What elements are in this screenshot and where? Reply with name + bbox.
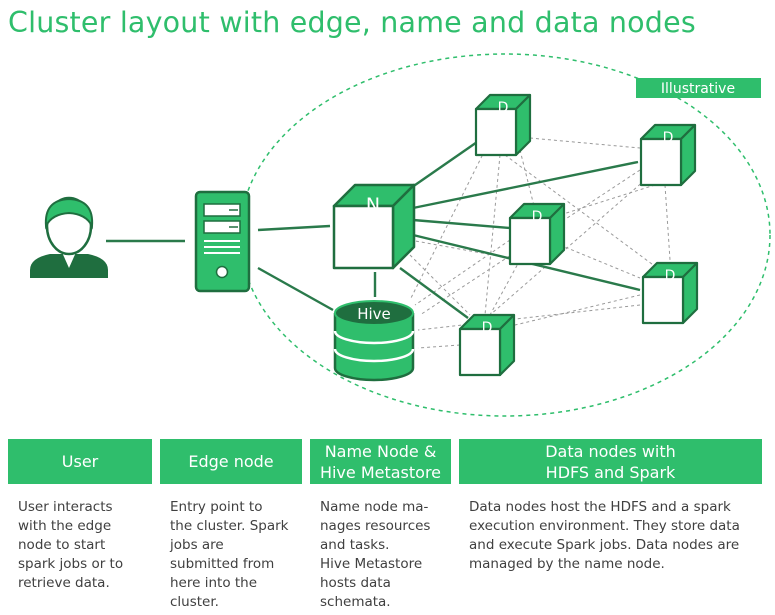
data-nodes-heading: Data nodes with HDFS and Spark xyxy=(459,439,762,484)
name-node-cube: N xyxy=(332,183,416,270)
user-heading: User xyxy=(8,439,152,484)
name-node-letter: N xyxy=(366,194,380,216)
data-node-letter: D xyxy=(532,209,543,225)
data-node-cube: D xyxy=(458,313,516,377)
data-node-letter: D xyxy=(482,320,493,336)
user-icon xyxy=(30,196,108,278)
user-description: User interacts with the edge node to sta… xyxy=(18,499,124,591)
svg-text:Illustrative: Illustrative xyxy=(661,81,735,97)
hive-label: Hive xyxy=(357,305,391,323)
server-icon xyxy=(194,190,251,293)
data-node-cube: D xyxy=(639,123,697,187)
illustrative-badge: Illustrative xyxy=(636,78,761,98)
data-node-letter: D xyxy=(665,268,676,284)
hive-metastore-icon: Hive xyxy=(333,300,415,382)
page-title: Cluster layout with edge, name and data … xyxy=(8,6,696,39)
edge-node-heading: Edge node xyxy=(160,439,302,484)
data-nodes-description: Data nodes host the HDFS and a spark exe… xyxy=(469,499,740,572)
cluster-diagram: Illustrative xyxy=(30,53,771,417)
data-node-cube: D xyxy=(474,93,532,157)
data-node-letter: D xyxy=(663,130,674,146)
data-node-letter: D xyxy=(498,100,509,116)
data-mesh-lines xyxy=(409,137,671,349)
name-node-description: Name node ma- nages resources and tasks.… xyxy=(320,499,431,610)
name-node-heading: Name Node & Hive Metastore xyxy=(310,439,451,484)
data-node-cube: D xyxy=(508,202,566,266)
data-node-cube: D xyxy=(641,261,699,325)
edge-node-description: Entry point to the cluster. Spark jobs a… xyxy=(170,499,289,610)
